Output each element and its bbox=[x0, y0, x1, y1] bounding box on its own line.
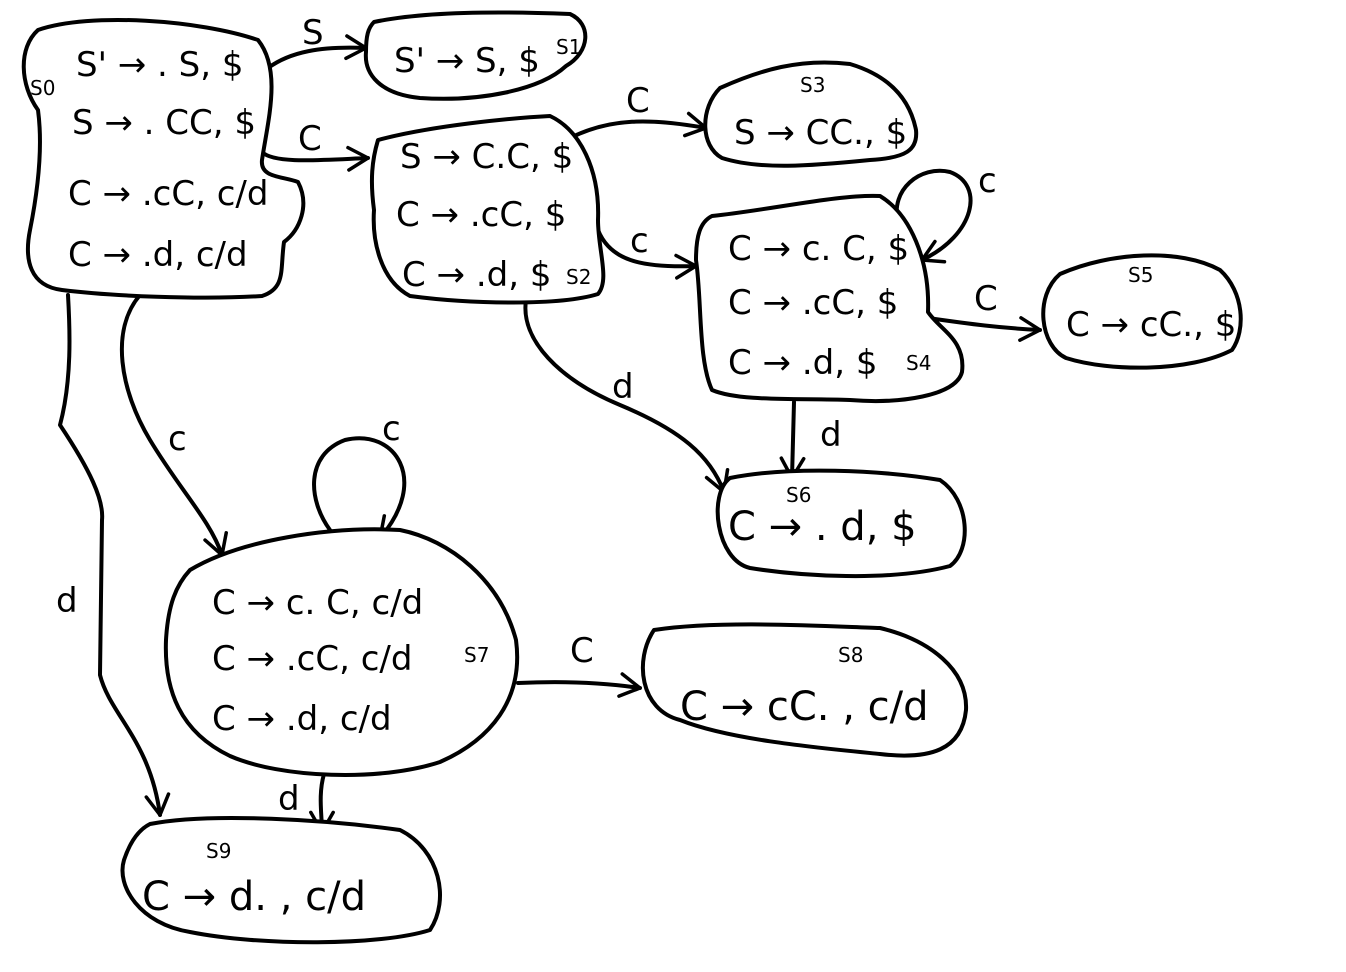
state-s9-id: S9 bbox=[206, 839, 231, 863]
state-s2-item: S → C.C, $ bbox=[400, 137, 573, 177]
state-s4-item: C → .d, $ bbox=[728, 343, 877, 383]
edge-label-s7-s8: C bbox=[570, 631, 594, 671]
state-s0-boundary bbox=[21, 17, 306, 300]
edge-label-s2-s3: C bbox=[626, 81, 650, 121]
edge-s2-s3 bbox=[568, 111, 708, 140]
state-s8-item: C → cC. , c/d bbox=[680, 684, 929, 730]
state-s0-item: C → .cC, c/d bbox=[68, 174, 268, 214]
state-s1-boundary bbox=[363, 10, 588, 101]
edge-label-s0-s1: S bbox=[302, 13, 324, 53]
state-s6-boundary bbox=[715, 468, 967, 579]
state-s1: S' → S, $ S1 bbox=[363, 10, 588, 101]
state-s0-item: C → .d, c/d bbox=[68, 235, 248, 275]
edge-label-s0-s2: C bbox=[298, 119, 322, 159]
state-s2-item: C → .d, $ bbox=[402, 255, 551, 295]
edge-s7-s7-loop bbox=[312, 436, 407, 540]
edge-labels: S C c d C c d c C d c C d bbox=[56, 13, 998, 819]
state-s9-boundary bbox=[120, 815, 442, 945]
state-s6-item: C → . d, $ bbox=[728, 504, 917, 550]
state-s1-item: S' → S, $ bbox=[394, 41, 540, 81]
state-s5-item: C → cC., $ bbox=[1066, 305, 1236, 345]
edge-s0-s9 bbox=[58, 293, 171, 817]
state-s6-id: S6 bbox=[786, 483, 811, 507]
state-s7-item: C → c. C, c/d bbox=[212, 583, 423, 623]
edge-s4-s6 bbox=[779, 400, 806, 480]
state-s4-item: C → .cC, $ bbox=[728, 283, 898, 323]
edge-label-s0-s9: d bbox=[56, 581, 78, 621]
state-s0-item: S' → . S, $ bbox=[76, 45, 243, 85]
edge-label-s4-s6: d bbox=[820, 415, 842, 455]
edge-label-s0-s7: c bbox=[168, 419, 187, 459]
state-s8-id: S8 bbox=[838, 643, 863, 667]
state-s3-id: S3 bbox=[800, 73, 825, 97]
state-s3-boundary bbox=[703, 60, 919, 168]
state-s1-id: S1 bbox=[556, 35, 581, 59]
state-s9-item: C → d. , c/d bbox=[142, 874, 366, 920]
state-s8: S8 C → cC. , c/d bbox=[640, 622, 969, 758]
state-s4-id: S4 bbox=[906, 351, 931, 375]
state-s9: S9 C → d. , c/d bbox=[120, 815, 442, 945]
state-s0: S0 S' → . S, $ S → . CC, $ C → .cC, c/d … bbox=[21, 17, 306, 300]
edge-label-s7-s9: d bbox=[278, 779, 300, 819]
edge-label-s4-s5: C bbox=[974, 279, 998, 319]
edge-s7-s8 bbox=[516, 672, 642, 698]
state-s2: S → C.C, $ C → .cC, $ C → .d, $ S2 bbox=[369, 114, 606, 305]
edge-label-s7-s7: c bbox=[382, 409, 401, 449]
state-s0-item: S → . CC, $ bbox=[72, 103, 256, 143]
state-s3: S3 S → CC., $ bbox=[703, 60, 919, 168]
edge-s4-s5 bbox=[926, 316, 1042, 342]
state-s3-item: S → CC., $ bbox=[734, 113, 907, 153]
state-s5-id: S5 bbox=[1128, 263, 1153, 287]
state-s6: S6 C → . d, $ bbox=[715, 468, 967, 579]
state-s5: S5 C → cC., $ bbox=[1041, 253, 1243, 370]
edge-s2-s6 bbox=[523, 298, 730, 494]
state-s7-id: S7 bbox=[464, 643, 489, 667]
state-s4-boundary bbox=[694, 193, 965, 403]
edge-label-s4-s4: c bbox=[978, 161, 997, 201]
edge-s2-s4 bbox=[596, 228, 698, 280]
state-s4-item: C → c. C, $ bbox=[728, 229, 909, 269]
edge-s0-s1 bbox=[266, 34, 368, 70]
edge-s4-s4-loop bbox=[894, 168, 973, 264]
state-s8-boundary bbox=[640, 622, 969, 758]
edge-s0-s7 bbox=[119, 293, 228, 557]
state-s5-boundary bbox=[1041, 253, 1243, 370]
state-s7-boundary bbox=[163, 527, 520, 777]
edges bbox=[58, 34, 1042, 834]
edge-s0-s2 bbox=[260, 145, 370, 172]
state-s0-id: S0 bbox=[30, 76, 55, 100]
state-s4: C → c. C, $ C → .cC, $ C → .d, $ S4 bbox=[694, 193, 965, 403]
edge-label-s2-s4: c bbox=[630, 221, 649, 261]
state-s7-item: C → .d, c/d bbox=[212, 699, 392, 739]
state-s2-id: S2 bbox=[566, 265, 591, 289]
state-s2-boundary bbox=[369, 114, 606, 305]
state-s2-item: C → .cC, $ bbox=[396, 195, 566, 235]
edge-label-s2-s6: d bbox=[612, 367, 634, 407]
state-s7-item: C → .cC, c/d bbox=[212, 639, 412, 679]
state-s7: C → c. C, c/d C → .cC, c/d C → .d, c/d S… bbox=[163, 527, 520, 777]
